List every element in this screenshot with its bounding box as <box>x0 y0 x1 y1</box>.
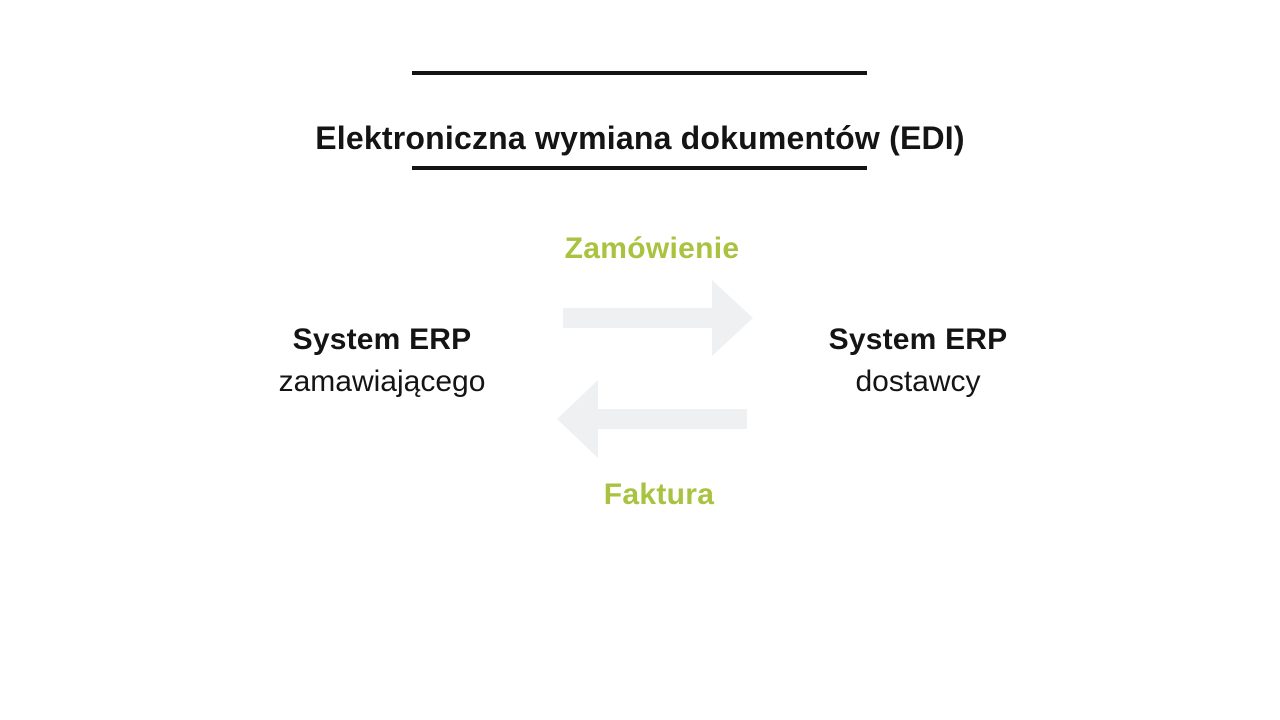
title-rule-top <box>412 71 867 75</box>
buyer-erp-node: System ERP zamawiającego <box>279 319 486 403</box>
buyer-erp-name: System ERP <box>292 323 472 356</box>
order-flow-label: Zamówienie <box>564 232 740 265</box>
arrow-left-icon <box>557 380 747 458</box>
page-title: Elektroniczna wymiana dokumentów (EDI) <box>315 120 965 157</box>
title-rule-bottom <box>412 166 867 170</box>
supplier-erp-node: System ERP dostawcy <box>829 319 1008 403</box>
arrow-right-icon <box>563 280 753 356</box>
invoice-flow-label: Faktura <box>603 478 715 511</box>
supplier-erp-role: dostawcy <box>855 365 981 398</box>
arrow-left-shape <box>557 380 747 458</box>
buyer-erp-role: zamawiającego <box>278 365 486 398</box>
arrow-right-shape <box>563 280 753 356</box>
supplier-erp-name: System ERP <box>828 323 1008 356</box>
